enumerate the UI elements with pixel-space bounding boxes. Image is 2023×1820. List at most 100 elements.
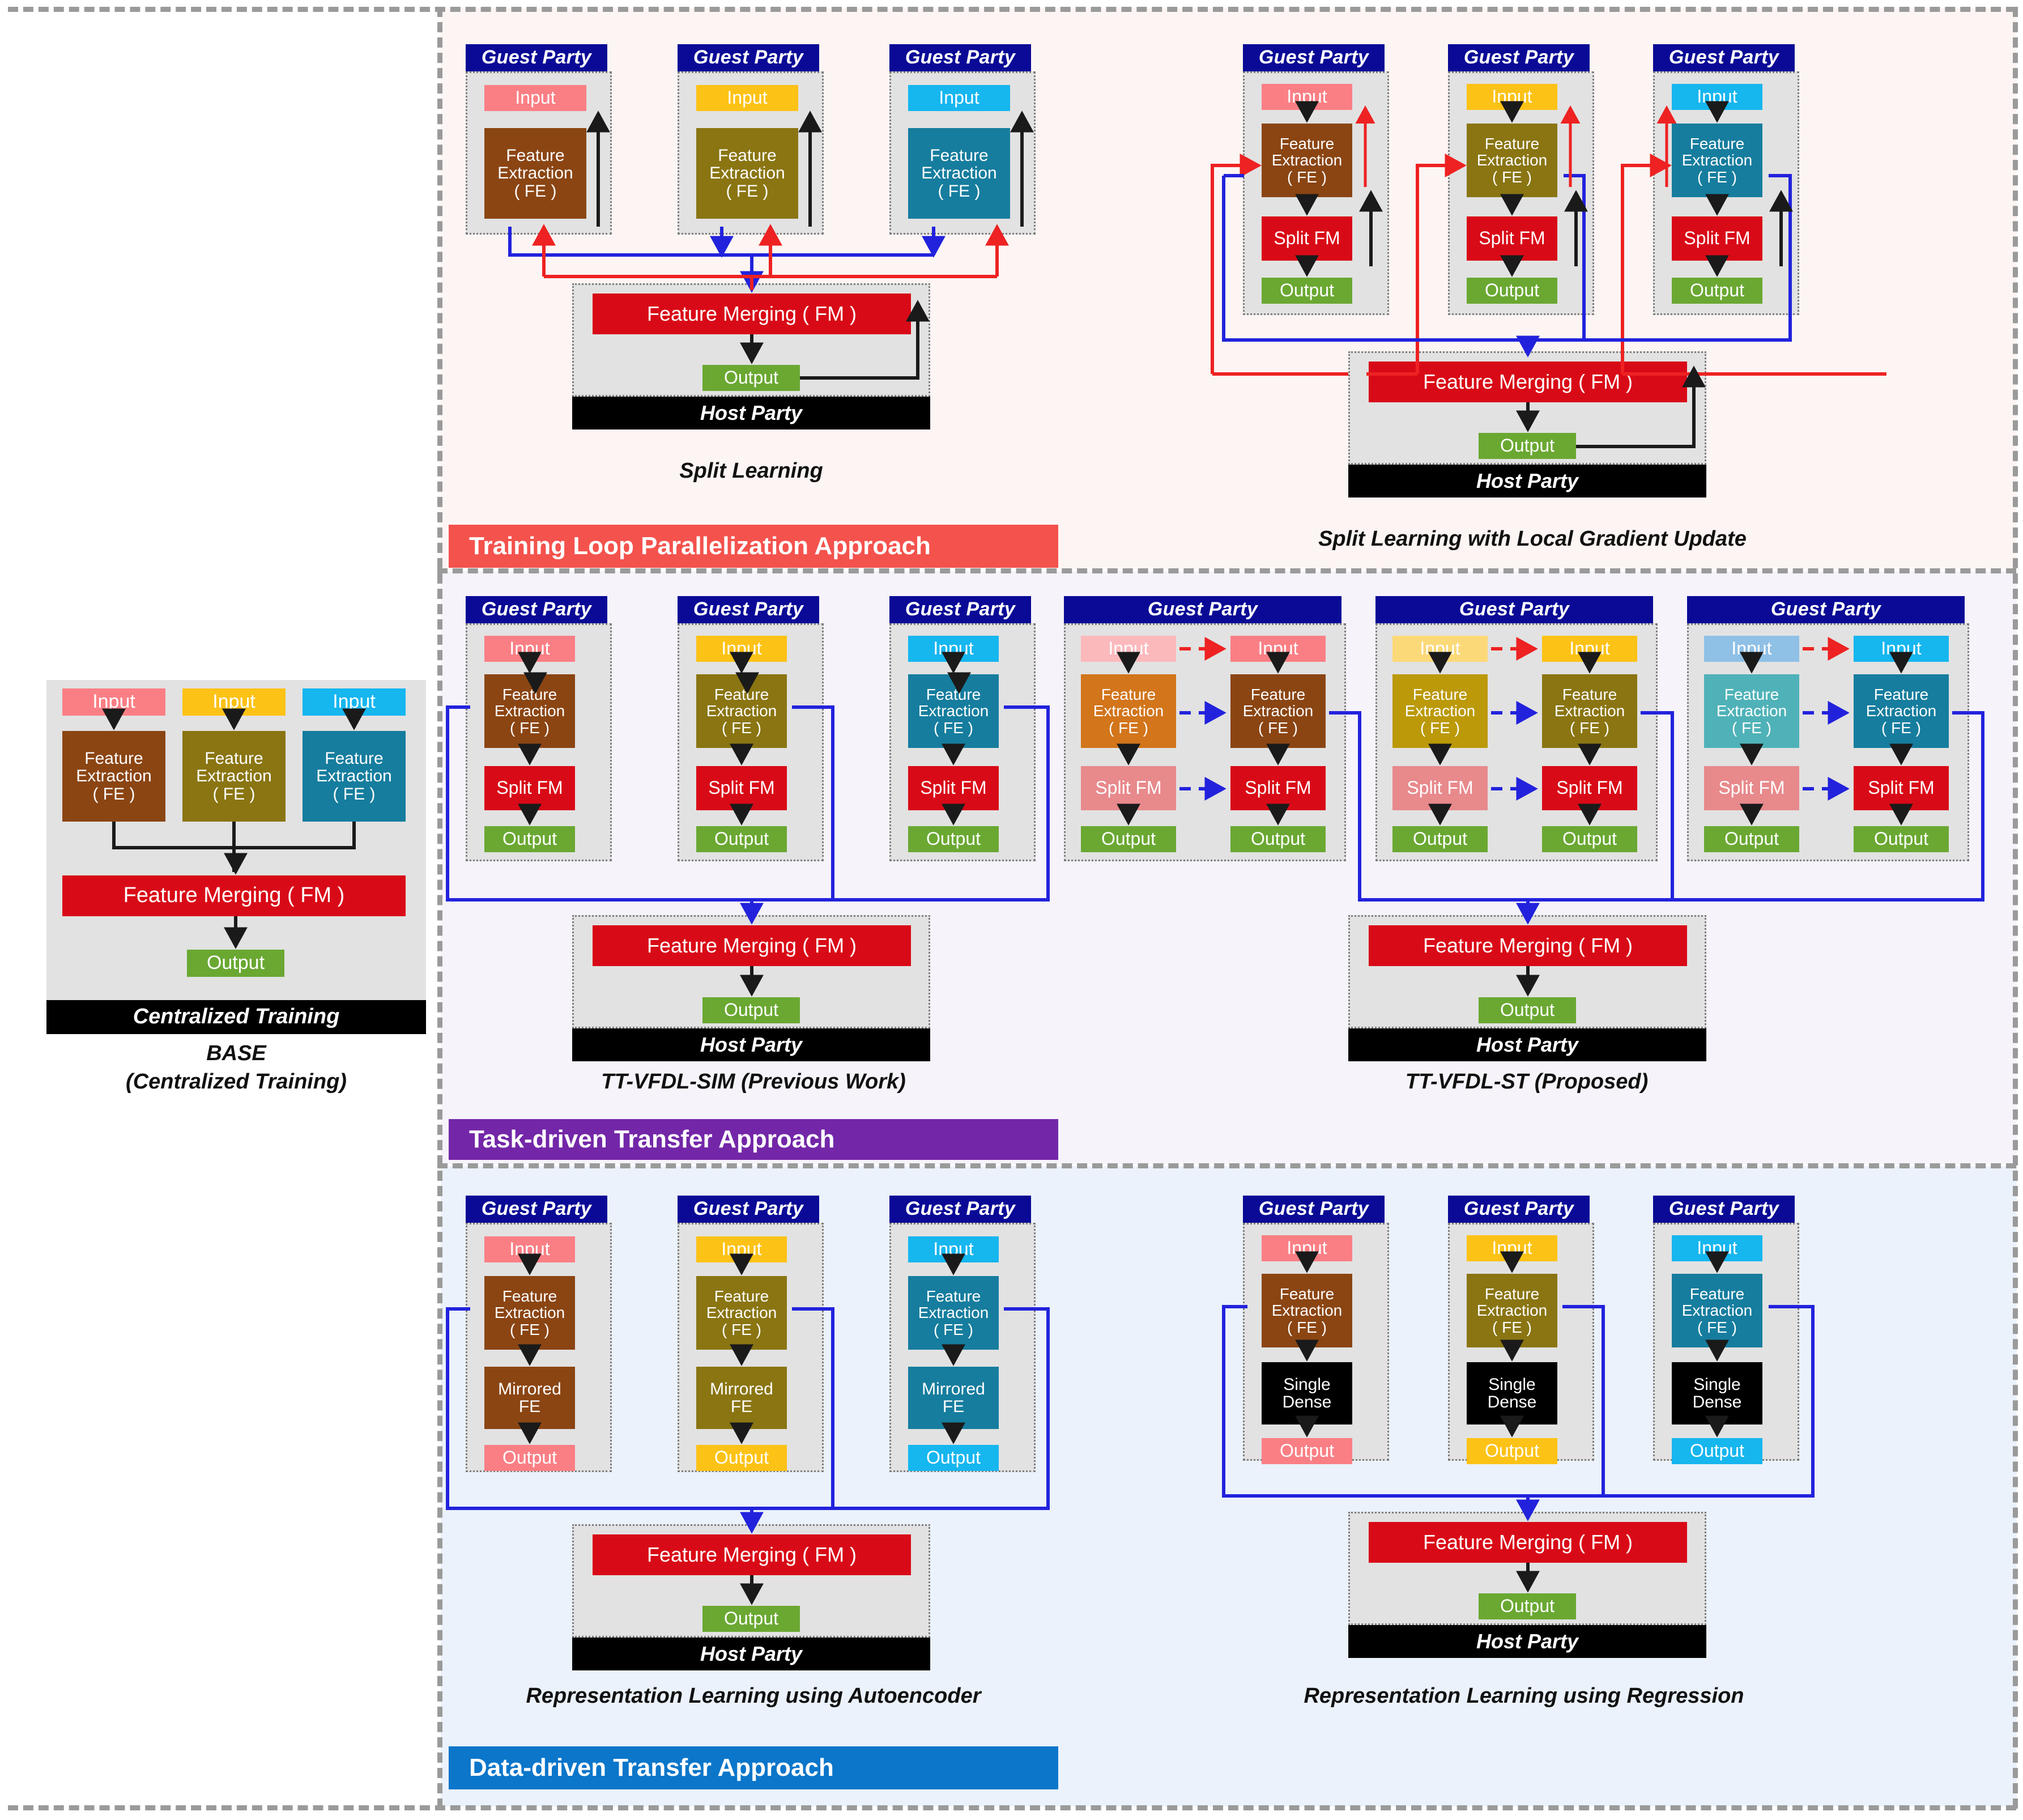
st-fe-2b: Feature Extraction ( FE )	[1542, 674, 1637, 748]
sim-guest-header-3: Guest Party	[889, 596, 1031, 623]
sim-splitfm-1: Split FM	[484, 766, 575, 810]
st-host-bar: Host Party	[1348, 1028, 1706, 1061]
st-input-2a: Input	[1392, 636, 1488, 662]
slg-guest-header-2: Guest Party	[1448, 44, 1590, 71]
st-output-2b: Output	[1542, 826, 1637, 852]
ae-mirrored-fe-1: Mirrored FE	[484, 1367, 575, 1429]
rg-single-dense-3: Single Dense	[1672, 1362, 1762, 1424]
st-splitfm-1b: Split FM	[1230, 766, 1326, 810]
st-guest-header-2: Guest Party	[1375, 596, 1653, 623]
st-splitfm-3b: Split FM	[1854, 766, 1949, 810]
st-fe-1a: Feature Extraction ( FE )	[1081, 674, 1176, 748]
sim-caption: TT-VFDL-SIM (Previous Work)	[601, 1070, 906, 1094]
base-fe-1: Feature Extraction ( FE )	[62, 731, 165, 822]
ae-fe-2: Feature Extraction ( FE )	[696, 1276, 787, 1350]
st-fe-1b: Feature Extraction ( FE )	[1230, 674, 1326, 748]
sl-input-1: Input	[484, 85, 586, 111]
st-input-3b: Input	[1854, 636, 1949, 662]
rg-feature-merging: Feature Merging ( FM )	[1369, 1522, 1687, 1563]
st-caption: TT-VFDL-ST (Proposed)	[1405, 1070, 1649, 1094]
banner-data-driven-label: Data-driven Transfer Approach	[469, 1754, 834, 1781]
base-centralized-training-bar: Centralized Training	[46, 1000, 426, 1034]
sim-splitfm-3: Split FM	[908, 766, 999, 810]
rg-caption: Representation Learning using Regression	[1304, 1684, 1744, 1708]
sim-output-2: Output	[696, 826, 787, 852]
outer-dash-top	[8, 7, 2016, 12]
slg-host-bar: Host Party	[1348, 465, 1706, 497]
st-input-1a: Input	[1081, 636, 1176, 662]
rg-fe-2: Feature Extraction ( FE )	[1467, 1274, 1557, 1347]
outer-dash-left	[437, 7, 442, 1809]
banner-task-driven: Task-driven Transfer Approach	[449, 1119, 1058, 1160]
st-splitfm-3a: Split FM	[1704, 766, 1799, 810]
slg-splitfm-2: Split FM	[1467, 216, 1557, 261]
st-input-1b: Input	[1230, 636, 1326, 662]
rg-single-dense-1: Single Dense	[1262, 1362, 1352, 1424]
st-fe-3b: Feature Extraction ( FE )	[1854, 674, 1949, 748]
slg-fe-2: Feature Extraction ( FE )	[1467, 124, 1557, 197]
base-caption-line2: (Centralized Training)	[126, 1070, 347, 1094]
base-fe-3: Feature Extraction ( FE )	[303, 731, 406, 822]
base-feature-merging: Feature Merging ( FM )	[62, 875, 406, 916]
sim-guest-header-1: Guest Party	[466, 596, 607, 623]
sim-output-3: Output	[908, 826, 999, 852]
base-input-2: Input	[182, 688, 286, 716]
outer-dash-mid2	[437, 1163, 2016, 1168]
ae-input-1: Input	[484, 1236, 575, 1262]
banner-task-driven-label: Task-driven Transfer Approach	[469, 1125, 835, 1153]
st-output-3a: Output	[1704, 826, 1799, 852]
ae-input-3: Input	[908, 1236, 999, 1262]
ae-host-bar: Host Party	[572, 1638, 930, 1670]
sl-feature-merging: Feature Merging ( FM )	[593, 294, 911, 334]
slg-splitfm-1: Split FM	[1262, 216, 1352, 261]
st-splitfm-2a: Split FM	[1392, 766, 1488, 810]
sl-input-2: Input	[696, 85, 798, 111]
sl-fe-3: Feature Extraction ( FE )	[908, 128, 1010, 219]
slg-fe-1: Feature Extraction ( FE )	[1262, 124, 1352, 197]
slg-fe-3: Feature Extraction ( FE )	[1672, 124, 1762, 197]
rg-guest-header-3: Guest Party	[1653, 1196, 1795, 1223]
ae-guest-header-2: Guest Party	[678, 1196, 819, 1223]
sl-guest-header-2: Guest Party	[678, 44, 819, 71]
rg-input-3: Input	[1672, 1235, 1762, 1261]
sl-fe-1: Feature Extraction ( FE )	[484, 128, 586, 219]
sim-host-bar: Host Party	[572, 1028, 930, 1061]
rg-guest-header-2: Guest Party	[1448, 1196, 1590, 1223]
base-input-1: Input	[62, 688, 165, 716]
st-output-2a: Output	[1392, 826, 1488, 852]
st-feature-merging: Feature Merging ( FM )	[1369, 925, 1687, 966]
st-fe-3a: Feature Extraction ( FE )	[1704, 674, 1799, 748]
st-guest-header-1: Guest Party	[1064, 596, 1341, 623]
outer-dash-right	[2013, 7, 2018, 1809]
rg-host-bar: Host Party	[1348, 1625, 1706, 1658]
slg-input-2: Input	[1467, 84, 1557, 110]
ae-feature-merging: Feature Merging ( FM )	[593, 1534, 911, 1575]
rg-fe-3: Feature Extraction ( FE )	[1672, 1274, 1762, 1347]
banner-training-loop-label: Training Loop Parallelization Approach	[469, 532, 931, 560]
sim-feature-merging: Feature Merging ( FM )	[593, 925, 911, 966]
st-output-3b: Output	[1854, 826, 1949, 852]
sl-caption: Split Learning	[679, 459, 823, 483]
rg-output-1: Output	[1262, 1438, 1352, 1464]
ae-mirrored-fe-2: Mirrored FE	[696, 1367, 787, 1429]
sl-input-3: Input	[908, 85, 1010, 111]
sim-fe-2: Feature Extraction ( FE )	[696, 674, 787, 748]
st-splitfm-2b: Split FM	[1542, 766, 1637, 810]
st-guest-header-3: Guest Party	[1687, 596, 1965, 623]
rg-output-3: Output	[1672, 1438, 1762, 1464]
slg-output-1: Output	[1262, 278, 1352, 304]
base-caption-line1: BASE	[206, 1041, 266, 1065]
rg-single-dense-2: Single Dense	[1467, 1362, 1557, 1424]
sim-input-1: Input	[484, 636, 575, 662]
sl-fe-2: Feature Extraction ( FE )	[696, 128, 798, 219]
sim-input-3: Input	[908, 636, 999, 662]
banner-data-driven: Data-driven Transfer Approach	[449, 1746, 1058, 1789]
rg-output: Output	[1479, 1593, 1576, 1619]
rg-input-2: Input	[1467, 1235, 1557, 1261]
rg-fe-1: Feature Extraction ( FE )	[1262, 1274, 1352, 1347]
ae-fe-3: Feature Extraction ( FE )	[908, 1276, 999, 1350]
ae-output-2: Output	[696, 1445, 787, 1471]
st-output: Output	[1479, 997, 1576, 1023]
slg-guest-header-1: Guest Party	[1243, 44, 1385, 71]
